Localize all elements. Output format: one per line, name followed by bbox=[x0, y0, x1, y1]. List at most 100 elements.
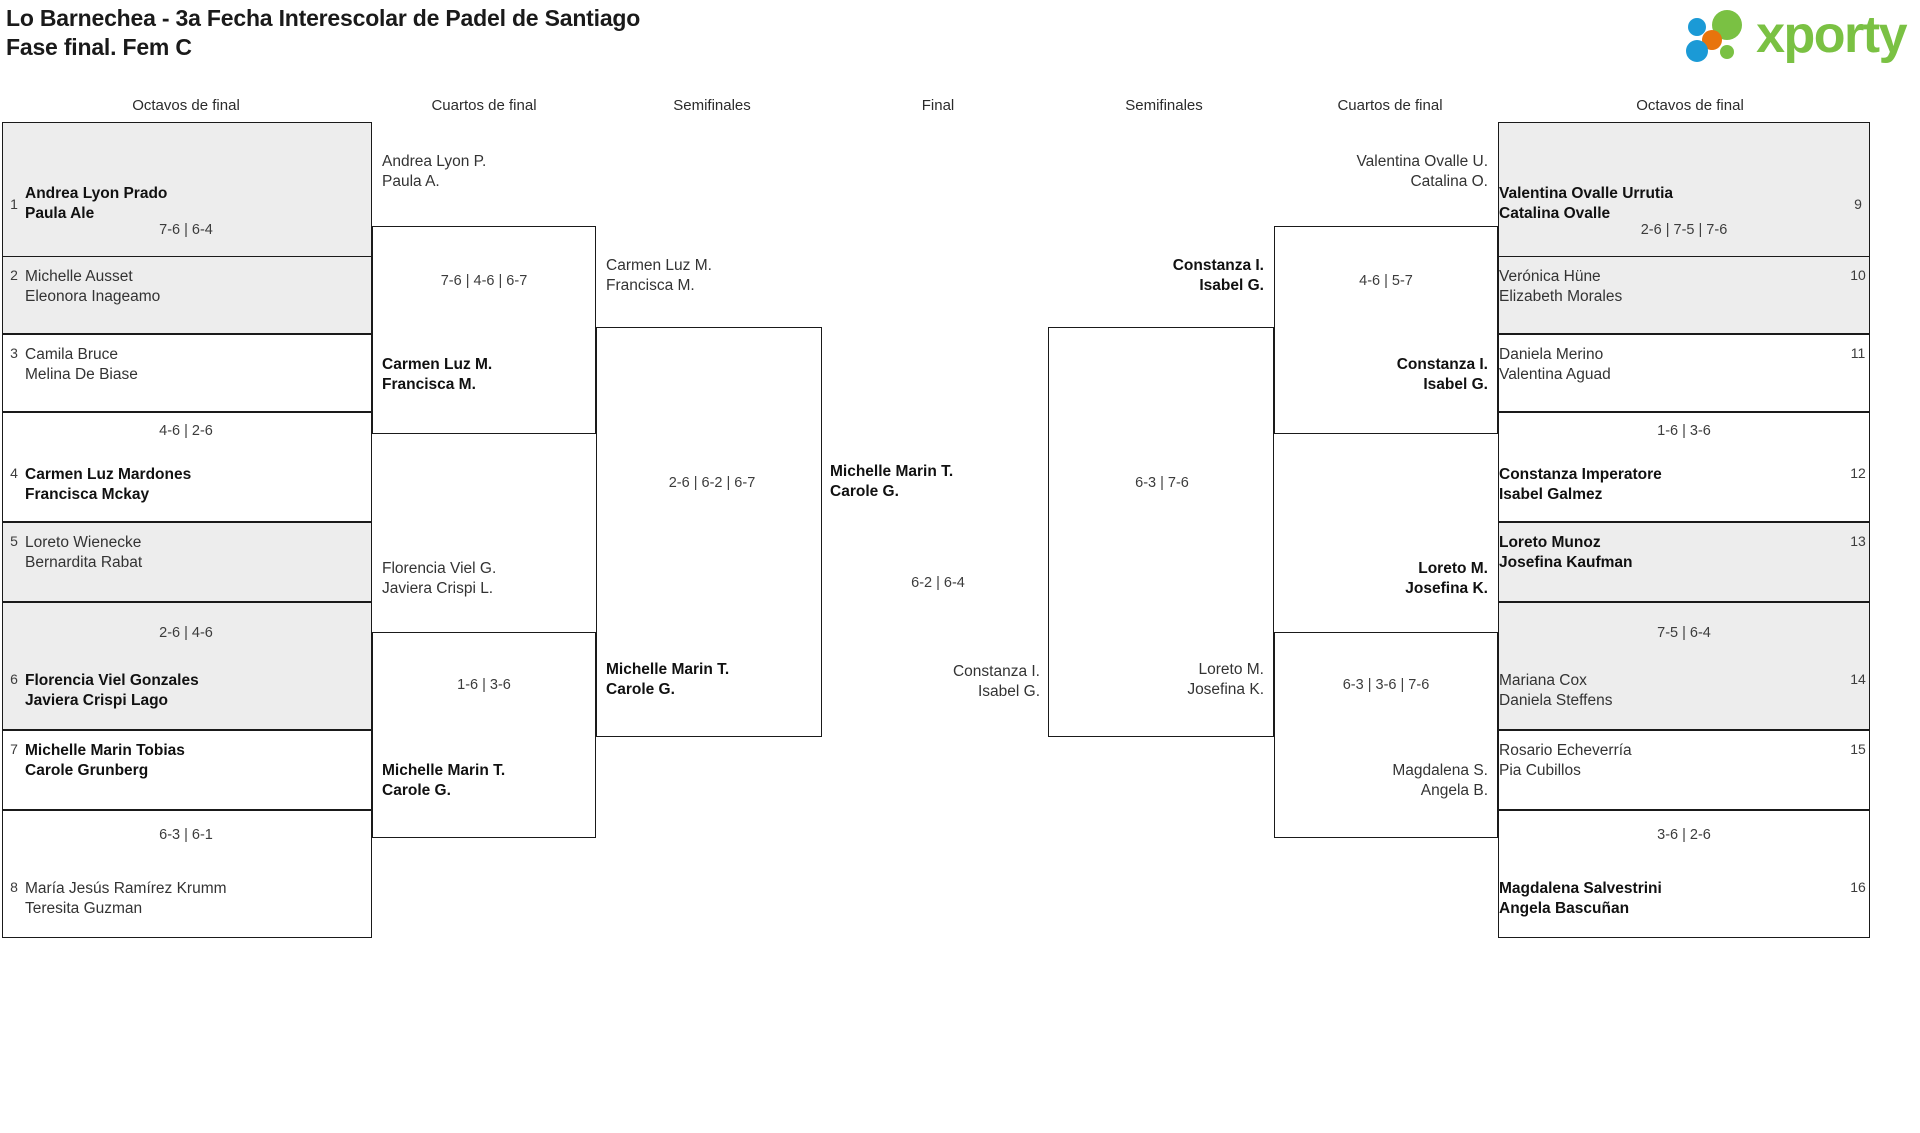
seed-cell-16[interactable]: 16 Magdalena Salvestrini Angela Bascuñan bbox=[1498, 810, 1870, 938]
seed-players: Florencia Viel Gonzales Javiera Crispi L… bbox=[25, 671, 371, 711]
seed-number: 10 bbox=[1850, 267, 1866, 283]
player-name: Carmen Luz Mardones bbox=[25, 466, 192, 483]
seed-number: 3 bbox=[10, 345, 18, 361]
seed-number: 4 bbox=[10, 465, 18, 481]
player-name: Javiera Crispi Lago bbox=[25, 692, 169, 710]
seed-cell-11[interactable]: 11 Daniela Merino Valentina Aguad bbox=[1498, 334, 1870, 412]
player-name: Eleonora Inageamo bbox=[25, 288, 161, 306]
match-score: 7-6 | 4-6 | 6-7 bbox=[440, 273, 528, 289]
player-name: Verónica Hüne bbox=[1499, 268, 1601, 285]
player-name: Carmen Luz M. bbox=[382, 356, 493, 373]
seed-number: 7 bbox=[10, 741, 18, 757]
final-entrant-top: Michelle Marin T. Carole G. bbox=[830, 462, 953, 502]
player-name: Mariana Cox bbox=[1499, 672, 1587, 689]
player-name: Daniela Steffens bbox=[1499, 692, 1613, 710]
seed-number: 2 bbox=[10, 267, 18, 283]
player-name: Angela Bascuñan bbox=[1499, 900, 1630, 918]
match-score: 6-3 | 7-6 bbox=[1135, 475, 1189, 491]
seed-number: 12 bbox=[1850, 465, 1866, 481]
seed-players: Camila Bruce Melina De Biase bbox=[25, 345, 371, 385]
final-score: 6-2 | 6-4 bbox=[911, 575, 965, 591]
seed-number: 9 bbox=[1854, 196, 1862, 212]
player-name: Josefina K. bbox=[1187, 681, 1264, 699]
match-score: 3-6 | 2-6 bbox=[1657, 827, 1711, 843]
connector-right-sf bbox=[1048, 327, 1274, 737]
player-name: Carole G. bbox=[606, 681, 675, 699]
tournament-title-line2: Fase final. Fem C bbox=[6, 34, 192, 61]
player-name: Michelle Ausset bbox=[25, 268, 133, 285]
seed-players: Loreto Wienecke Bernardita Rabat bbox=[25, 533, 371, 573]
match-score: 1-6 | 3-6 bbox=[457, 677, 511, 693]
right-sf-entrant-1: Constanza I. Isabel G. bbox=[1173, 256, 1264, 296]
xporty-logo: xporty bbox=[1686, 6, 1907, 64]
player-name: Francisca Mckay bbox=[25, 486, 150, 504]
match-score: 4-6 | 5-7 bbox=[1359, 273, 1413, 289]
connector-right-qf-top bbox=[1274, 226, 1498, 434]
player-name: Valentina Ovalle U. bbox=[1356, 153, 1488, 170]
seed-players: María Jesús Ramírez Krumm Teresita Guzma… bbox=[25, 879, 371, 919]
seed-cell-13[interactable]: 13 Loreto Munoz Josefina Kaufman bbox=[1498, 522, 1870, 602]
seed-number: 14 bbox=[1850, 671, 1866, 687]
seed-cell-10[interactable]: 10 Verónica Hüne Elizabeth Morales bbox=[1498, 256, 1870, 334]
seed-cell-7[interactable]: 7 Michelle Marin Tobias Carole Grunberg bbox=[2, 730, 372, 810]
left-qf-entrant-1: Andrea Lyon P. Paula A. bbox=[382, 152, 486, 192]
seed-cell-3[interactable]: 3 Camila Bruce Melina De Biase bbox=[2, 334, 372, 412]
player-name: Loreto Munoz bbox=[1499, 534, 1601, 551]
seed-players: Daniela Merino Valentina Aguad bbox=[1499, 345, 1847, 385]
round-label-right-qf: Cuartos de final bbox=[1337, 97, 1443, 114]
left-sf-entrant-2: Michelle Marin T. Carole G. bbox=[606, 660, 729, 700]
match-score: 1-6 | 3-6 bbox=[1657, 423, 1711, 439]
seed-cell-14[interactable]: 14 Mariana Cox Daniela Steffens bbox=[1498, 602, 1870, 730]
connector-left-qf-bottom bbox=[372, 632, 596, 838]
seed-number: 1 bbox=[10, 196, 18, 212]
connector-left-qf-top bbox=[372, 226, 596, 434]
seed-cell-4[interactable]: 4 Carmen Luz Mardones Francisca Mckay bbox=[2, 412, 372, 522]
player-name: Catalina O. bbox=[1410, 173, 1488, 191]
seed-cell-2[interactable]: 2 Michelle Ausset Eleonora Inageamo bbox=[2, 256, 372, 334]
left-sf-entrant-1: Carmen Luz M. Francisca M. bbox=[606, 256, 712, 296]
match-score: 7-5 | 6-4 bbox=[1657, 625, 1711, 641]
final-entrant-bottom: Constanza I. Isabel G. bbox=[953, 662, 1040, 702]
player-name: Francisca M. bbox=[382, 376, 476, 394]
seed-cell-12[interactable]: 12 Constanza Imperatore Isabel Galmez bbox=[1498, 412, 1870, 522]
seed-number: 11 bbox=[1850, 345, 1866, 361]
left-qf-entrant-3: Florencia Viel G. Javiera Crispi L. bbox=[382, 559, 496, 599]
player-name: Pia Cubillos bbox=[1499, 762, 1581, 780]
seed-cell-6[interactable]: 6 Florencia Viel Gonzales Javiera Crispi… bbox=[2, 602, 372, 730]
player-name: Constanza I. bbox=[1396, 356, 1488, 373]
xporty-wordmark: xporty bbox=[1756, 6, 1907, 64]
seed-players: Constanza Imperatore Isabel Galmez bbox=[1499, 465, 1847, 505]
seed-cell-5[interactable]: 5 Loreto Wienecke Bernardita Rabat bbox=[2, 522, 372, 602]
seed-players: Loreto Munoz Josefina Kaufman bbox=[1499, 533, 1847, 573]
player-name: Andrea Lyon Prado bbox=[25, 184, 168, 202]
player-name: Carmen Luz M. bbox=[606, 257, 712, 274]
player-name: Loreto Wienecke bbox=[25, 534, 142, 551]
seed-players: Michelle Ausset Eleonora Inageamo bbox=[25, 267, 371, 307]
player-name: Isabel G. bbox=[977, 683, 1040, 701]
seed-players: Michelle Marin Tobias Carole Grunberg bbox=[25, 741, 371, 781]
seed-cell-15[interactable]: 15 Rosario Echeverría Pia Cubillos bbox=[1498, 730, 1870, 810]
player-name: Michelle Marin T. bbox=[830, 463, 954, 480]
seed-players: Verónica Hüne Elizabeth Morales bbox=[1499, 267, 1847, 307]
match-score: 4-6 | 2-6 bbox=[159, 423, 213, 439]
player-name: Carole G. bbox=[830, 483, 899, 501]
player-name: Michelle Marin T. bbox=[382, 762, 506, 779]
right-qf-entrant-3: Loreto M. Josefina K. bbox=[1405, 559, 1488, 599]
player-name: Isabel G. bbox=[1199, 277, 1264, 295]
match-score: 2-6 | 7-5 | 7-6 bbox=[1640, 222, 1728, 238]
match-score: 6-3 | 3-6 | 7-6 bbox=[1342, 677, 1430, 693]
round-label-left-sf: Semifinales bbox=[673, 97, 751, 114]
right-sf-entrant-2: Loreto M. Josefina K. bbox=[1187, 660, 1264, 700]
player-name: Andrea Lyon P. bbox=[382, 153, 487, 170]
player-name: Carole Grunberg bbox=[25, 762, 149, 780]
player-name: Paula Ale bbox=[25, 205, 95, 222]
round-label-right-r16: Octavos de final bbox=[1636, 97, 1744, 114]
match-score: 6-3 | 6-1 bbox=[159, 827, 213, 843]
match-score: 7-6 | 6-4 bbox=[159, 222, 213, 238]
seed-number: 13 bbox=[1850, 533, 1866, 549]
seed-cell-8[interactable]: 8 María Jesús Ramírez Krumm Teresita Guz… bbox=[2, 810, 372, 938]
seed-number: 15 bbox=[1850, 741, 1866, 757]
player-name: Josefina Kaufman bbox=[1499, 554, 1633, 572]
round-label-final: Final bbox=[921, 97, 955, 114]
connector-right-qf-bottom bbox=[1274, 632, 1498, 838]
